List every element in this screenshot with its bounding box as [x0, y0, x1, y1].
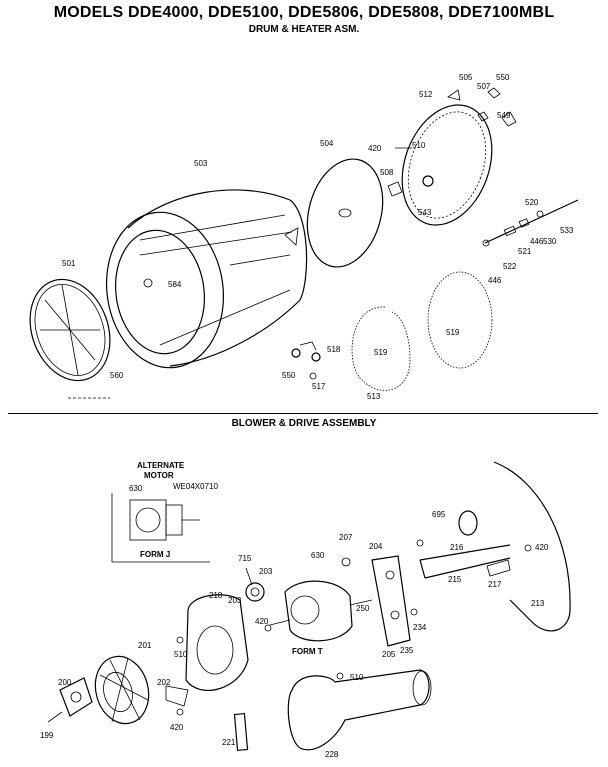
label-203-b: 203: [228, 596, 242, 605]
label-420-c: 420: [535, 543, 549, 552]
label-519-right: 519: [446, 328, 460, 337]
label-510-a: 510: [174, 650, 188, 659]
label-446-b: 446: [488, 276, 502, 285]
drum-rollers: [143, 278, 321, 380]
label-507: 507: [477, 82, 491, 91]
blower-clip: [165, 685, 189, 707]
alternate-motor-heading-1: ALTERNATE: [137, 461, 185, 470]
label-550-a: 550: [496, 73, 510, 82]
drum: [105, 189, 308, 369]
blower-cover: [47, 677, 93, 723]
label-503: 503: [194, 159, 208, 168]
blower-housing: [185, 594, 249, 691]
label-505: 505: [459, 73, 473, 82]
label-235: 235: [400, 646, 414, 655]
label-510: 510: [412, 141, 426, 150]
exhaust-duct: [287, 669, 432, 751]
label-207: 207: [339, 533, 353, 542]
drum-heater-subtitle: DRUM & HEATER ASM.: [248, 24, 360, 35]
label-510-b: 510: [350, 673, 364, 682]
label-202: 202: [157, 678, 171, 687]
label-201: 201: [138, 641, 152, 650]
label-512: 512: [419, 90, 433, 99]
blower-drive-section-title: BLOWER & DRIVE ASSEMBLY: [231, 418, 377, 429]
label-543: 543: [418, 208, 432, 217]
felt-seal-ring: [29, 278, 111, 382]
label-715: 715: [238, 554, 252, 563]
label-533: 533: [560, 226, 574, 235]
form-j-label: FORM J: [140, 550, 170, 559]
drive-belt: [493, 461, 571, 632]
label-205: 205: [382, 650, 396, 659]
label-508: 508: [380, 168, 394, 177]
motor-mounts: [245, 567, 265, 602]
label-513: 513: [367, 392, 381, 401]
label-521: 521: [518, 247, 532, 256]
idler-arm: [419, 510, 511, 579]
screws: [176, 539, 532, 716]
label-228: 228: [325, 750, 339, 759]
label-203-a: 203: [259, 567, 273, 576]
label-520: 520: [525, 198, 539, 207]
label-221: 221: [222, 738, 236, 747]
label-199: 199: [40, 731, 54, 740]
idler-clip: [486, 559, 511, 577]
label-446-a: 446: [530, 237, 544, 246]
label-522: 522: [503, 262, 517, 271]
label-519-left: 519: [374, 348, 388, 357]
label-695: 695: [432, 510, 446, 519]
label-517: 517: [312, 382, 326, 391]
bulkhead-hardware: [387, 87, 517, 197]
drum-belt-left: [351, 306, 411, 391]
drum-belt-right: [427, 271, 493, 369]
section-divider: [8, 413, 598, 414]
label-560: 560: [110, 371, 124, 380]
label-530: 530: [543, 237, 557, 246]
label-501: 501: [62, 259, 76, 268]
alternate-motor-inset: [111, 493, 210, 563]
label-216: 216: [450, 543, 464, 552]
alternate-motor-part-number: WE04X0710: [173, 482, 218, 491]
page-title: MODELS DDE4000, DDE5100, DDE5806, DDE580…: [53, 4, 555, 21]
label-250: 250: [356, 604, 370, 613]
sensor-harness: [482, 199, 579, 247]
label-584: 584: [168, 280, 182, 289]
drum-rear-panel: [306, 158, 384, 268]
label-549: 549: [497, 111, 511, 120]
label-630-a: 630: [129, 484, 143, 493]
label-550-b: 550: [282, 371, 296, 380]
label-218: 218: [209, 591, 223, 600]
rear-bulkhead: [401, 104, 493, 226]
form-t-label: FORM T: [292, 647, 323, 656]
drive-motor: [269, 580, 373, 642]
alternate-motor-heading-2: MOTOR: [144, 471, 174, 480]
blower-wheel: [94, 655, 150, 725]
label-504: 504: [320, 139, 334, 148]
label-234: 234: [413, 623, 427, 632]
idler-bracket: [371, 555, 411, 647]
label-200: 200: [58, 678, 72, 687]
label-215: 215: [448, 575, 462, 584]
label-213: 213: [531, 599, 545, 608]
label-630-b: 630: [311, 551, 325, 560]
lint-duct: [233, 712, 249, 752]
label-420-a: 420: [255, 617, 269, 626]
label-518: 518: [327, 345, 341, 354]
label-420-b: 420: [170, 723, 184, 732]
label-204: 204: [369, 542, 383, 551]
label-217: 217: [488, 580, 502, 589]
label-420: 420: [368, 144, 382, 153]
